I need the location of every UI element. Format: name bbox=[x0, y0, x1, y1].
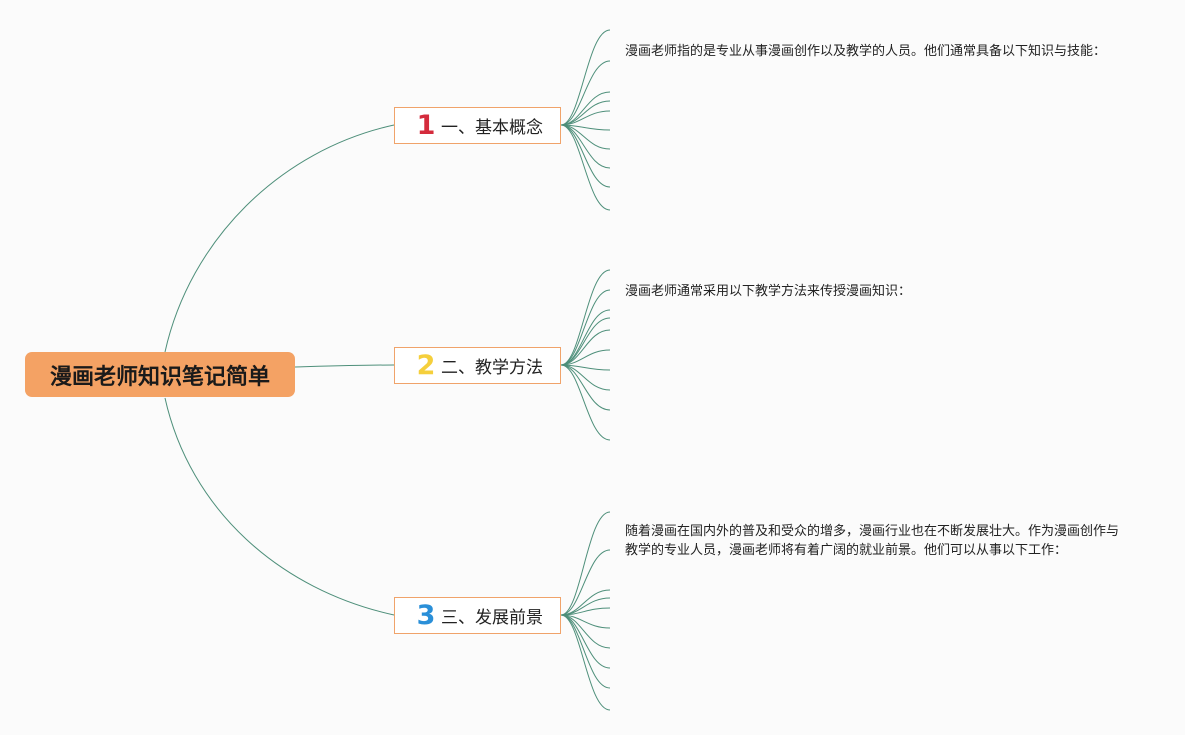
child-connector bbox=[560, 549, 611, 616]
child-connector bbox=[560, 289, 611, 366]
branch-1-note[interactable]: 漫画老师指的是专业从事漫画创作以及教学的人员。他们通常具备以下知识与技能： bbox=[625, 44, 1107, 59]
child-connector bbox=[560, 607, 611, 616]
connector-fan-branch-1 bbox=[560, 29, 611, 211]
child-connector bbox=[560, 364, 611, 411]
child-connector bbox=[560, 269, 611, 366]
connector-fan-branch-3 bbox=[560, 511, 611, 711]
branch-topic-3[interactable]: 3 三、发展前景 bbox=[394, 597, 561, 634]
child-connector bbox=[560, 614, 611, 689]
branch-topic-1[interactable]: 1 一、基本概念 bbox=[394, 107, 561, 144]
number-3-icon: 3 bbox=[416, 600, 436, 631]
child-connector bbox=[560, 124, 611, 211]
root-topic-label: 漫画老师知识笔记简单 bbox=[49, 364, 270, 390]
branch-topic-1-label: 一、基本概念 bbox=[441, 118, 543, 138]
connector-fan-branch-2 bbox=[560, 269, 611, 441]
connector-root-branch-1 bbox=[164, 124, 395, 353]
child-connector bbox=[560, 329, 611, 366]
child-connector bbox=[560, 60, 611, 126]
number-2-icon: 2 bbox=[416, 350, 436, 381]
branch-topic-3-label: 三、发展前景 bbox=[441, 608, 543, 628]
child-connector bbox=[560, 511, 611, 616]
branch-topic-2[interactable]: 2 二、教学方法 bbox=[394, 347, 561, 384]
child-connector bbox=[560, 124, 611, 188]
child-connector bbox=[560, 124, 611, 169]
child-connector bbox=[560, 614, 611, 669]
child-connector bbox=[560, 364, 611, 441]
branch-2-note[interactable]: 漫画老师通常采用以下教学方法来传授漫画知识： bbox=[625, 284, 912, 299]
child-connector bbox=[560, 29, 611, 126]
branch-3-note[interactable]: 随着漫画在国内外的普及和受众的增多，漫画行业也在不断发展壮大。作为漫画创作与教学… bbox=[625, 524, 1120, 558]
connector-root-branch-3 bbox=[164, 397, 395, 616]
connector-root-branch-2 bbox=[294, 364, 395, 368]
child-connector bbox=[560, 110, 611, 126]
number-1-icon: 1 bbox=[416, 110, 436, 141]
root-topic[interactable]: 漫画老师知识笔记简单 bbox=[25, 352, 295, 397]
child-connector bbox=[560, 349, 611, 366]
branch-topic-2-label: 二、教学方法 bbox=[441, 358, 543, 378]
child-connector bbox=[560, 614, 611, 711]
child-connector bbox=[560, 597, 611, 616]
